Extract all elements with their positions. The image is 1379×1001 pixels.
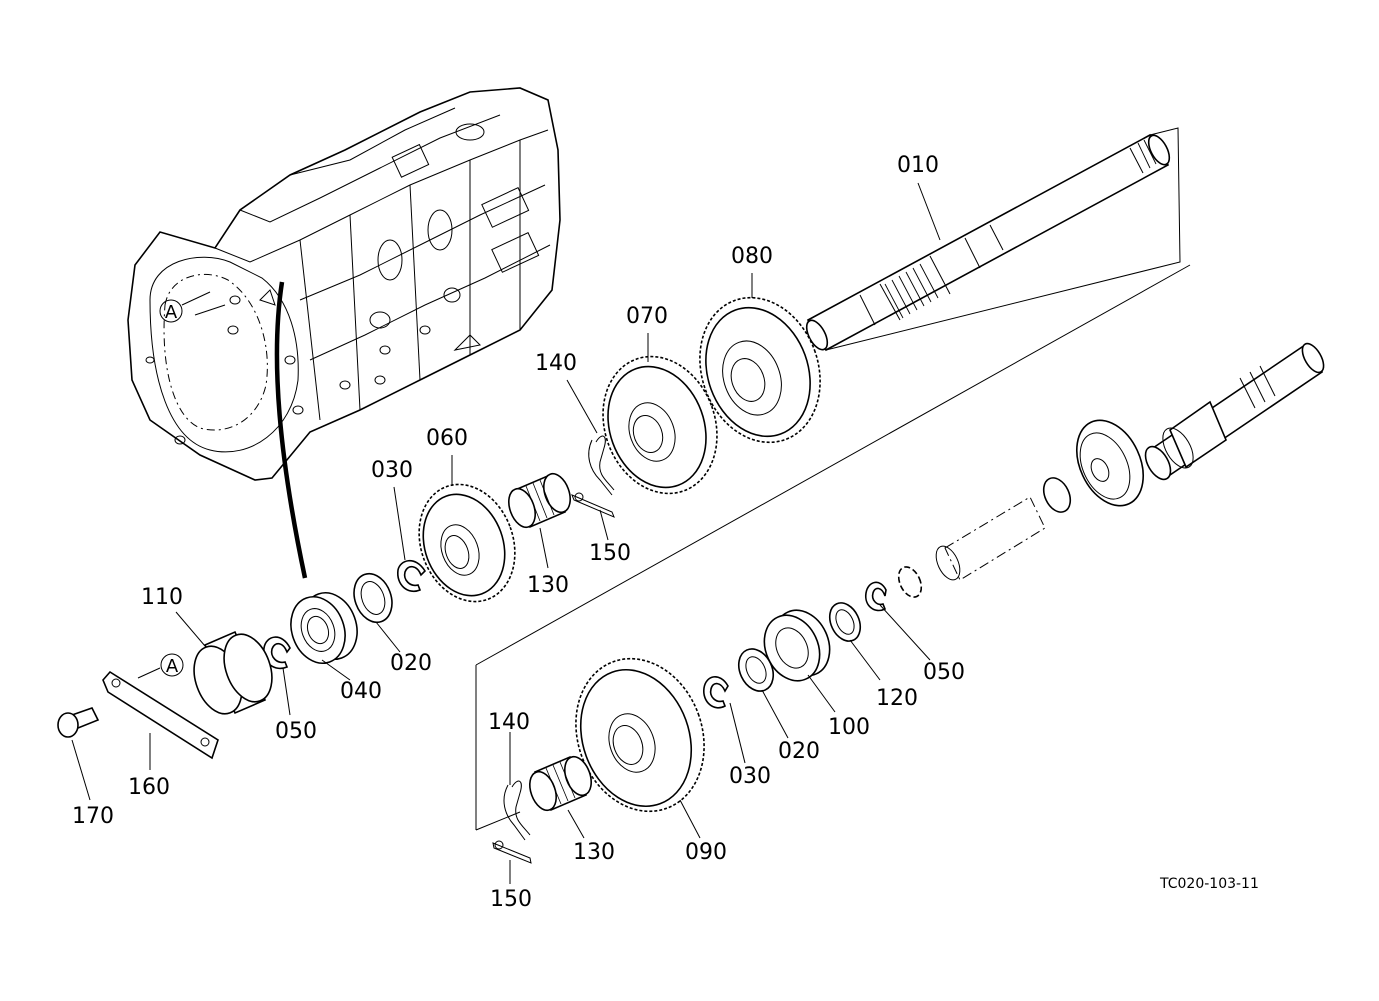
gear-080: [699, 296, 821, 444]
counter-shaft-lower: [1144, 342, 1325, 481]
callout-130-lower: 130: [573, 840, 615, 865]
callout-060: 060: [426, 426, 468, 451]
gear-090: [575, 657, 705, 813]
spacer-sleeve: [935, 496, 1046, 581]
callout-030-upper: 030: [371, 458, 413, 483]
reference-mark-a-plate: [160, 653, 184, 677]
callout-020-upper: 020: [390, 651, 432, 676]
snap-ring-030-lower: [703, 676, 729, 709]
callout-050-lower: 050: [923, 660, 965, 685]
callout-150-lower: 150: [490, 887, 532, 912]
needle-bearing-130-upper: [508, 472, 571, 529]
callout-140-lower: 140: [488, 710, 530, 735]
gear-060: [418, 483, 516, 603]
transmission-housing: A: [127, 87, 561, 481]
gear-right-lower: [1076, 419, 1144, 507]
callout-130-upper: 130: [527, 573, 569, 598]
leader-lines: [71, 182, 941, 884]
bearing-cover-110: [193, 630, 273, 715]
main-shaft-010: [805, 127, 1181, 352]
reference-mark-a-plate-label: A: [166, 656, 179, 677]
lower-group-frame: [475, 264, 1191, 831]
ring-right-lower: [1042, 477, 1072, 513]
callout-030-lower: 030: [729, 764, 771, 789]
collar-120: [828, 602, 862, 642]
retaining-clip-140-lower: [492, 780, 532, 864]
callout-050-left: 050: [275, 719, 317, 744]
callout-100: 100: [828, 715, 870, 740]
stopper-plate-160: [102, 670, 219, 760]
callout-150-upper: 150: [589, 541, 631, 566]
plug-bolt-170: [57, 707, 100, 738]
callout-070: 070: [626, 304, 668, 329]
gear-070: [602, 355, 718, 495]
callout-160: 160: [128, 775, 170, 800]
ball-bearing-100: [763, 609, 831, 682]
needle-bearing-130-lower: [529, 755, 592, 812]
callout-090: 090: [685, 840, 727, 865]
small-ring-lower: [897, 566, 923, 598]
thrust-washer-020-upper: [353, 572, 393, 624]
callout-010: 010: [897, 153, 939, 178]
reference-mark-a-housing-label: A: [165, 302, 178, 323]
thrust-washer-020-lower: [737, 648, 775, 692]
callout-040: 040: [340, 679, 382, 704]
snap-ring-030-upper: [397, 559, 427, 592]
document-code: TC020-103-11: [1159, 876, 1259, 892]
callout-120: 120: [876, 686, 918, 711]
ball-bearing-040: [290, 592, 358, 664]
callout-170: 170: [72, 804, 114, 829]
callout-labels: 010 080 070 140 060 030 130 150 110 020 …: [72, 153, 965, 912]
callout-110: 110: [141, 585, 183, 610]
callout-020-lower: 020: [778, 739, 820, 764]
callout-080: 080: [731, 244, 773, 269]
retaining-clip-140-upper: [571, 435, 615, 518]
callout-140-upper: 140: [535, 351, 577, 376]
snap-ring-050-left: [263, 636, 291, 670]
snap-ring-050-lower: [865, 581, 887, 612]
reference-mark-a-housing: [159, 299, 183, 323]
assembly-pointer-line: [274, 281, 308, 579]
